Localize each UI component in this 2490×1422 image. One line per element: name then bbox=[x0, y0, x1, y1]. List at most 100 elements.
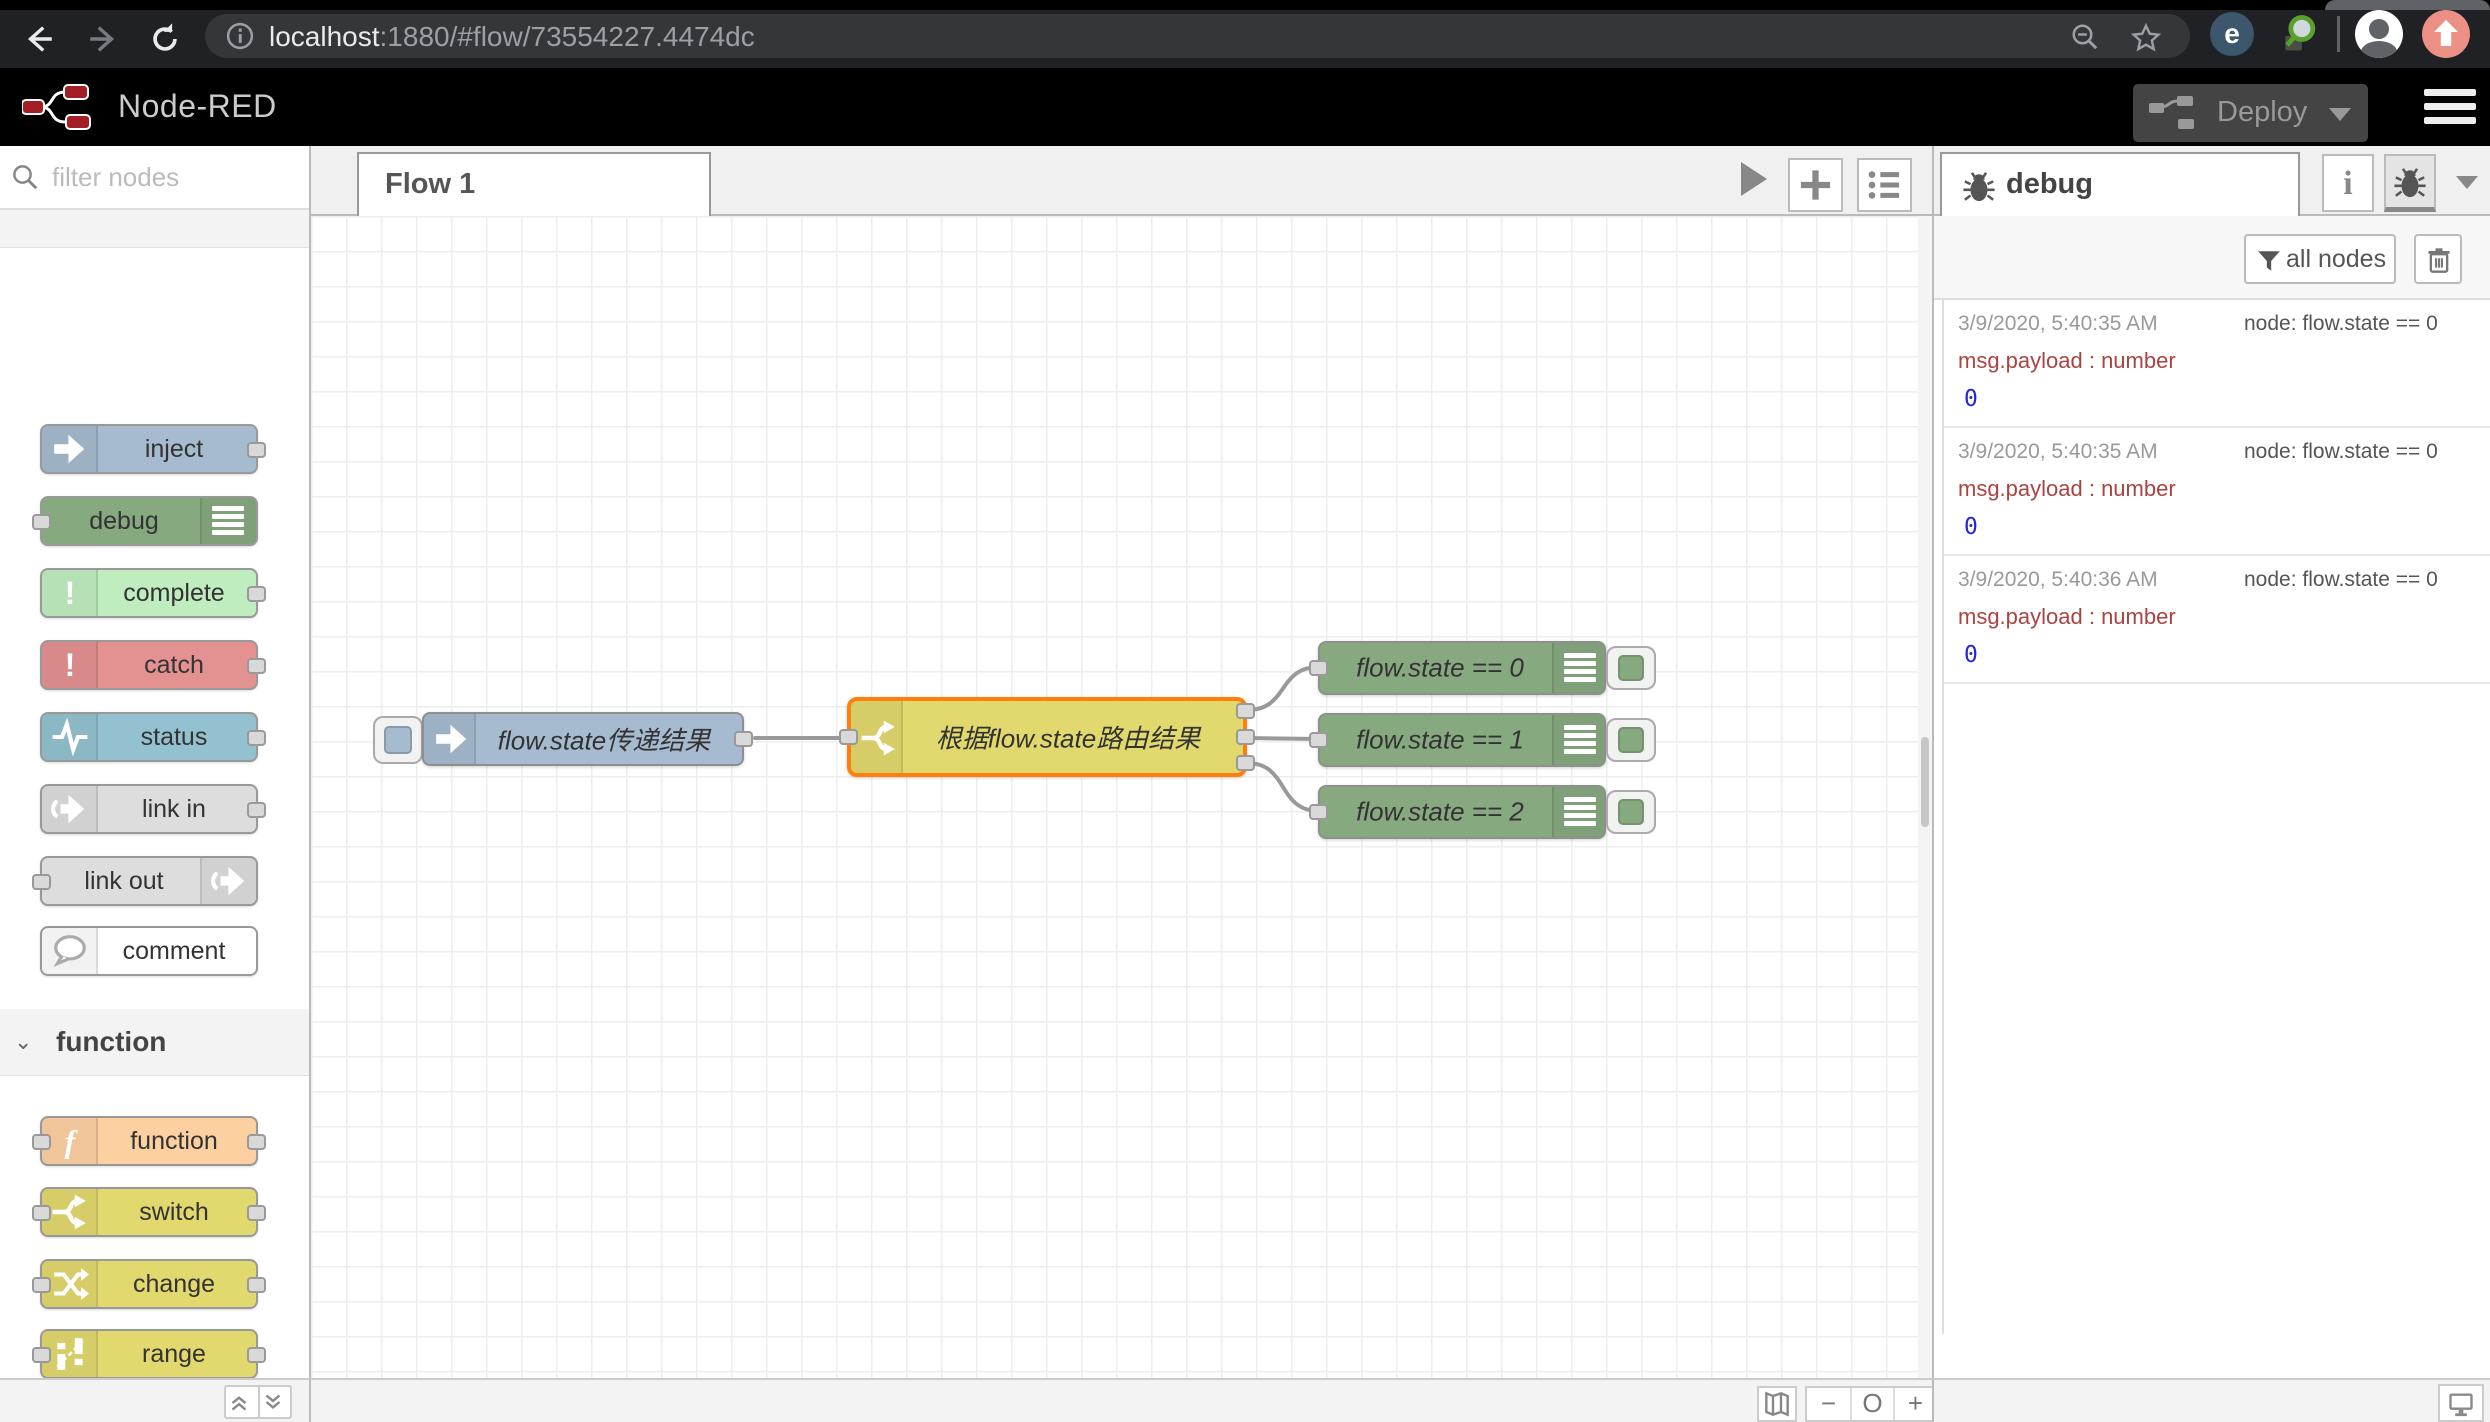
debug-filter-button[interactable]: all nodes bbox=[2244, 234, 2396, 284]
zoom-out-button[interactable]: − bbox=[1820, 1388, 1837, 1418]
debug-tab-button[interactable] bbox=[2384, 154, 2436, 212]
output-port-1[interactable] bbox=[1236, 703, 1255, 719]
tab-flow-1[interactable]: Flow 1 bbox=[357, 152, 711, 218]
navigator-map-button[interactable] bbox=[1757, 1386, 1797, 1422]
output-port-3[interactable] bbox=[1236, 755, 1255, 771]
window-top-strip bbox=[0, 0, 2490, 10]
palette-node-switch[interactable]: switch bbox=[32, 1187, 266, 1237]
change-shuffle-icon bbox=[42, 1261, 98, 1307]
output-port[interactable] bbox=[734, 731, 753, 747]
debug-toolbar: all nodes bbox=[1934, 216, 2490, 300]
output-port[interactable] bbox=[247, 1277, 266, 1293]
output-port[interactable] bbox=[247, 730, 266, 746]
output-port[interactable] bbox=[247, 1347, 266, 1363]
scrollbar-thumb[interactable] bbox=[1921, 737, 1929, 827]
tab-scroll-right-icon[interactable] bbox=[1741, 162, 1767, 196]
zoom-in-button[interactable]: + bbox=[1893, 1388, 1936, 1420]
output-port-2[interactable] bbox=[1236, 729, 1255, 745]
site-info-icon[interactable] bbox=[225, 21, 255, 51]
deploy-label: Deploy bbox=[2217, 96, 2308, 128]
zoom-out-page-icon[interactable] bbox=[2070, 22, 2100, 52]
input-port[interactable] bbox=[32, 1277, 51, 1293]
output-port[interactable] bbox=[247, 802, 266, 818]
extension-e-icon[interactable]: e bbox=[2210, 12, 2254, 56]
input-port[interactable] bbox=[32, 1347, 51, 1363]
input-port[interactable] bbox=[1309, 660, 1328, 676]
flow-node-switch-selected[interactable]: 根据flow.state路由结果 bbox=[839, 697, 1255, 777]
palette-node-function[interactable]: f function bbox=[32, 1116, 266, 1166]
filter-nodes-input[interactable] bbox=[52, 154, 292, 200]
palette-node-comment[interactable]: comment bbox=[40, 926, 258, 976]
palette-node-link-out[interactable]: link out bbox=[32, 856, 258, 906]
forward-button[interactable] bbox=[86, 22, 120, 56]
output-port[interactable] bbox=[247, 1134, 266, 1150]
debug-message[interactable]: 3/9/2020, 5:40:35 AM node: flow.state ==… bbox=[1944, 428, 2490, 556]
sidebar-footer bbox=[1932, 1378, 2490, 1422]
palette-node-link-in[interactable]: link in bbox=[40, 784, 266, 834]
node-red-logo bbox=[22, 82, 110, 132]
input-port[interactable] bbox=[32, 514, 51, 530]
deploy-button[interactable]: Deploy bbox=[2133, 84, 2368, 142]
palette-category-common[interactable]: common bbox=[0, 210, 309, 248]
inject-trigger-button[interactable] bbox=[373, 716, 423, 764]
info-tab-button[interactable]: i bbox=[2322, 154, 2374, 212]
open-debug-window-button[interactable] bbox=[2438, 1384, 2484, 1422]
output-port[interactable] bbox=[247, 658, 266, 674]
inject-arrow-icon bbox=[424, 714, 476, 764]
debug-list-icon bbox=[200, 498, 256, 544]
debug-toggle-button-0[interactable] bbox=[1606, 646, 1656, 690]
palette-node-catch[interactable]: ! catch bbox=[40, 640, 266, 690]
flow-node-debug-0[interactable]: flow.state == 0 bbox=[1309, 641, 1606, 695]
palette-footer bbox=[0, 1378, 311, 1422]
debug-toggle-button-2[interactable] bbox=[1606, 790, 1656, 834]
switch-icon bbox=[42, 1189, 98, 1235]
palette-node-range[interactable]: range bbox=[32, 1329, 266, 1378]
collapse-all-button[interactable] bbox=[226, 1387, 258, 1417]
palette-category-function[interactable]: ⌄ function bbox=[0, 1009, 309, 1076]
palette-node-complete[interactable]: ! complete bbox=[40, 568, 266, 618]
input-port[interactable] bbox=[1309, 732, 1328, 748]
expand-all-button[interactable] bbox=[258, 1387, 290, 1417]
palette-node-inject[interactable]: inject bbox=[40, 424, 266, 474]
flow-canvas[interactable]: flow.state传递结果 根据flow.state路由结果 flow.sta… bbox=[311, 216, 1918, 1378]
input-port[interactable] bbox=[32, 1134, 51, 1150]
node-palette: common inject debug ! bbox=[0, 146, 311, 1378]
debug-message-list[interactable]: 3/9/2020, 5:40:35 AM node: flow.state ==… bbox=[1942, 300, 2490, 1334]
flow-node-debug-1[interactable]: flow.state == 1 bbox=[1309, 713, 1606, 767]
canvas-vertical-scrollbar[interactable] bbox=[1918, 216, 1932, 1378]
profile-avatar[interactable] bbox=[2355, 10, 2403, 58]
debug-message[interactable]: 3/9/2020, 5:40:35 AM node: flow.state ==… bbox=[1944, 300, 2490, 428]
palette-node-debug[interactable]: debug bbox=[32, 496, 258, 546]
debug-toggle-button-1[interactable] bbox=[1606, 718, 1656, 762]
extension-magnifier-icon[interactable] bbox=[2278, 12, 2322, 56]
add-flow-button[interactable] bbox=[1788, 158, 1843, 212]
clear-messages-button[interactable] bbox=[2414, 234, 2462, 284]
deploy-icon bbox=[2149, 95, 2201, 131]
sidebar-options-caret[interactable] bbox=[2456, 176, 2478, 189]
output-port[interactable] bbox=[247, 442, 266, 458]
browser-update-icon[interactable] bbox=[2422, 10, 2470, 58]
palette-node-change[interactable]: change bbox=[32, 1259, 266, 1309]
palette-node-status[interactable]: status bbox=[40, 712, 266, 762]
link-icon bbox=[42, 786, 98, 832]
deploy-options-caret[interactable] bbox=[2329, 108, 2351, 121]
input-port[interactable] bbox=[1309, 804, 1328, 820]
bookmark-star-icon[interactable] bbox=[2130, 22, 2162, 52]
wires bbox=[753, 665, 1321, 813]
debug-message[interactable]: 3/9/2020, 5:40:36 AM node: flow.state ==… bbox=[1944, 556, 2490, 684]
flow-node-debug-2[interactable]: flow.state == 2 bbox=[1309, 785, 1606, 839]
flow-node-inject[interactable]: flow.state传递结果 bbox=[422, 712, 753, 766]
input-port[interactable] bbox=[32, 874, 51, 890]
back-button[interactable] bbox=[22, 22, 56, 56]
input-port[interactable] bbox=[32, 1205, 51, 1221]
tab-debug[interactable]: debug bbox=[1940, 152, 2300, 218]
output-port[interactable] bbox=[247, 586, 266, 602]
flow-list-button[interactable] bbox=[1857, 158, 1912, 212]
input-port[interactable] bbox=[839, 729, 858, 745]
main-menu-button[interactable] bbox=[2424, 89, 2476, 129]
reload-button[interactable] bbox=[148, 22, 182, 56]
output-port[interactable] bbox=[247, 1205, 266, 1221]
address-bar[interactable]: localhost:1880/#flow/73554227.4474dc bbox=[205, 14, 2190, 58]
zoom-reset-button[interactable]: O bbox=[1850, 1388, 1893, 1420]
debug-list-icon bbox=[1552, 715, 1604, 765]
